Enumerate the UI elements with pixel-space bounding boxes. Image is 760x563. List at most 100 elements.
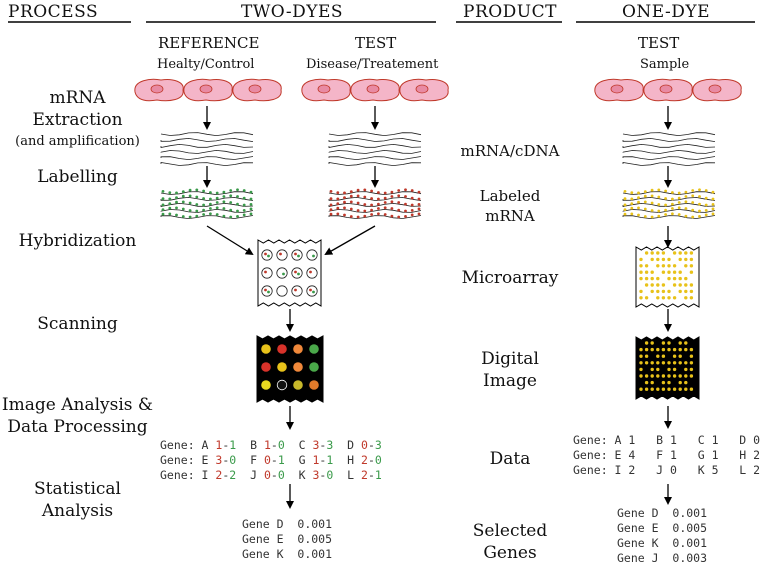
product-selected-line2: Genes: [483, 543, 537, 563]
red-dye-dot: [294, 270, 297, 274]
dye-label-dot: [181, 215, 185, 218]
red-dye-dot: [294, 252, 297, 256]
yellow-spot: [656, 251, 660, 255]
dye-label-dot: [336, 206, 340, 210]
red-value: 2: [361, 453, 368, 467]
green-value: 0: [277, 468, 285, 482]
dye-label-dot: [657, 203, 661, 206]
yellow-spot: [667, 270, 671, 274]
yellow-spot: [667, 296, 671, 300]
gene-id: L: [739, 463, 754, 477]
yellow-spot: [656, 296, 660, 300]
selected-gene-pvalue: 0.001: [672, 536, 708, 550]
dye-label-dot: [637, 206, 640, 210]
yellow-spot: [661, 283, 666, 287]
yellow-scan-spot: [650, 361, 654, 365]
gene-value: 2: [753, 448, 760, 462]
yellow-scan-spot: [650, 347, 654, 352]
dye-label-dot: [202, 189, 206, 193]
dye-label-dot: [623, 212, 627, 216]
rna-strand: [160, 191, 254, 196]
yellow-spot: [684, 257, 688, 262]
dye-label-dot: [650, 188, 654, 192]
cell-nucleus: [708, 84, 722, 94]
gene-prefix: Gene:: [573, 448, 615, 462]
dye-label-dot: [168, 197, 172, 201]
dye-label-dot: [222, 214, 226, 218]
yellow-spot: [672, 264, 677, 268]
arrow-down-icon: [206, 225, 254, 256]
one-dye-data-row: Gene: E 4 F 1 G 1 H 2: [573, 448, 760, 463]
step-statistical-line2: Analysis: [41, 501, 114, 521]
dye-label-dot: [684, 214, 688, 218]
dye-label-dot: [677, 206, 681, 210]
cell-nucleus: [317, 84, 331, 94]
yellow-spot: [672, 251, 677, 255]
scan-spot: [277, 344, 287, 354]
dye-label-dot: [343, 206, 346, 210]
dye-label-dot: [404, 209, 407, 213]
gene-id: H: [347, 453, 361, 467]
dye-label-dot: [664, 208, 667, 212]
yellow-spot: [667, 257, 671, 262]
dye-label-dot: [704, 209, 708, 212]
yellow-spot: [678, 283, 682, 287]
dye-label-dot: [390, 195, 394, 198]
yellow-spot: [689, 251, 694, 255]
yellow-spot: [650, 283, 654, 287]
dye-label-dot: [370, 197, 373, 200]
dye-label-dot: [691, 215, 695, 219]
labeled-rna-strands: [160, 188, 254, 220]
yellow-scan-spot: [644, 387, 649, 391]
yellow-spot: [684, 276, 688, 281]
dye-label-dot: [336, 212, 340, 216]
step-mrna-line2: Extraction: [32, 110, 123, 130]
dye-label-dot: [671, 191, 674, 194]
two-dye-data-row: Gene: I 2-2 J 0-0 K 3-0 L 2-1: [160, 468, 382, 483]
dye-label-dot: [175, 200, 178, 204]
yellow-spot: [650, 289, 654, 294]
rna-strand: [328, 156, 422, 161]
yellow-scan-spot: [661, 354, 666, 358]
red-value: 2: [215, 468, 223, 482]
selected-gene-pvalue: 0.005: [297, 532, 333, 546]
yellow-scan-spot: [678, 374, 682, 378]
dye-label-dot: [161, 203, 165, 207]
selected-gene-name: Gene D: [617, 506, 673, 520]
hybridization-spot: [306, 285, 318, 297]
yellow-scan-spot: [678, 387, 682, 391]
yellow-spot: [644, 283, 649, 287]
dye-label-dot: [242, 203, 246, 207]
gene-id: F: [656, 448, 670, 462]
product-digital-line1: Digital: [481, 349, 539, 369]
dye-label-dot: [404, 202, 407, 206]
dye-label-dot: [383, 201, 387, 204]
yellow-scan-spot: [650, 380, 654, 385]
rna-strand-icon: [160, 132, 254, 167]
gene-value: 4: [628, 448, 636, 462]
gene-prefix: Gene:: [160, 438, 202, 452]
green-value: 0: [229, 453, 237, 467]
yellow-scan-spot: [639, 361, 643, 365]
yellow-scan-spot: [672, 361, 677, 365]
dye-label-dot: [657, 209, 661, 213]
dye-label-dot: [417, 207, 421, 211]
dye-label-dot: [637, 196, 640, 200]
value-separator: -: [319, 438, 327, 452]
rna-strand: [328, 191, 422, 196]
dye-label-dot: [363, 203, 367, 206]
rna-strand: [160, 156, 254, 161]
hybridization-spot: [276, 285, 288, 297]
yellow-scan-spot: [639, 347, 643, 352]
rna-strand: [622, 215, 716, 220]
yellow-spot: [672, 296, 677, 300]
dye-label-dot: [643, 207, 647, 211]
yellow-scan-spot: [644, 380, 649, 385]
yellow-scan-spot: [650, 341, 654, 345]
dye-label-dot: [390, 200, 394, 204]
red-value: 2: [361, 468, 368, 482]
yellow-spot: [678, 289, 682, 294]
spot-ring: [291, 267, 303, 279]
dye-label-dot: [349, 207, 353, 211]
dye-label-dot: [215, 191, 219, 195]
